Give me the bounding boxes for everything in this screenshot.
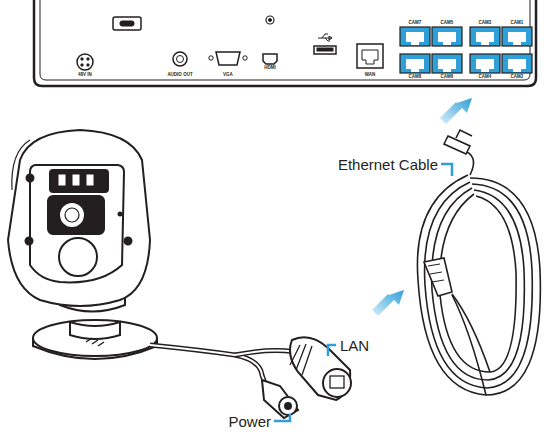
- rj45-port: [502, 27, 532, 46]
- port-label: CAM5: [441, 21, 454, 26]
- rj45-socket: [438, 32, 456, 45]
- flow-arrow: [440, 98, 472, 124]
- port-label: 48V IN: [78, 73, 92, 78]
- nvr-panel: [34, 0, 536, 86]
- camera-ports: [400, 27, 532, 73]
- rj45-socket: [508, 59, 526, 72]
- rj45-socket: [406, 59, 424, 72]
- port-label: CAM1: [511, 21, 524, 26]
- port-label: CAM4: [479, 75, 492, 80]
- port-label: CAM3: [479, 21, 492, 26]
- callout-label: LAN: [340, 338, 369, 353]
- leader-line: [274, 164, 452, 421]
- port-label: AUDIO OUT: [167, 73, 192, 78]
- rj45-socket: [438, 59, 456, 72]
- port-label: CAM7: [409, 21, 422, 26]
- rj45-port: [502, 54, 532, 73]
- port-label: VGA: [223, 73, 233, 78]
- rj45-port: [432, 27, 462, 46]
- rj45-socket: [406, 32, 424, 45]
- bullet-camera: [8, 130, 351, 418]
- flow-arrow: [372, 290, 404, 316]
- rj45-socket: [476, 32, 494, 45]
- port-label: CAM2: [511, 75, 524, 80]
- rj45-port: [470, 54, 500, 73]
- port-label: WAN: [365, 73, 376, 78]
- callout-label: Power: [228, 414, 271, 429]
- port-label: CAM8: [409, 75, 422, 80]
- callout-label: Ethernet Cable: [338, 157, 438, 172]
- rj45-socket: [476, 59, 494, 72]
- rj45-port: [432, 54, 462, 73]
- rj45-port: [400, 54, 430, 73]
- rj45-socket: [508, 32, 526, 45]
- port-label: CAM6: [441, 75, 454, 80]
- port-label: HDMI: [264, 66, 276, 71]
- rj45-port: [470, 27, 500, 46]
- rj45-port: [400, 27, 430, 46]
